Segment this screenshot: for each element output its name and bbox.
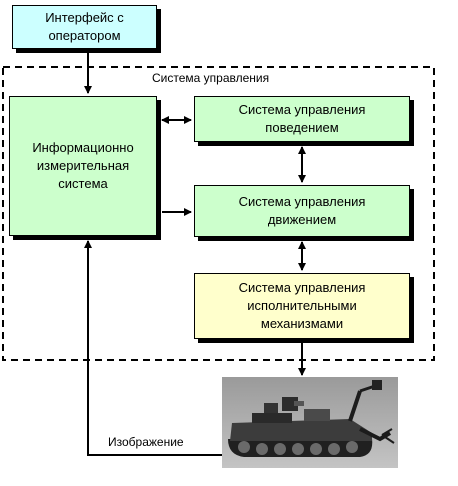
info-measurement-system-box: Информационно измерительная система bbox=[9, 96, 157, 236]
robot-image bbox=[222, 377, 398, 468]
motion-control-box: Система управления движением bbox=[194, 185, 410, 237]
arrow-image-feedback bbox=[84, 240, 222, 456]
operator-interface-box: Интерфейс с оператором bbox=[12, 5, 157, 49]
behavior-control-box: Система управления поведением bbox=[194, 96, 410, 142]
control-system-label: Система управления bbox=[152, 71, 270, 85]
control-system-boundary bbox=[2, 66, 435, 361]
actuator-control-box: Система управления исполнительными механ… bbox=[194, 273, 410, 339]
image-feedback-label: Изображение bbox=[108, 435, 184, 449]
